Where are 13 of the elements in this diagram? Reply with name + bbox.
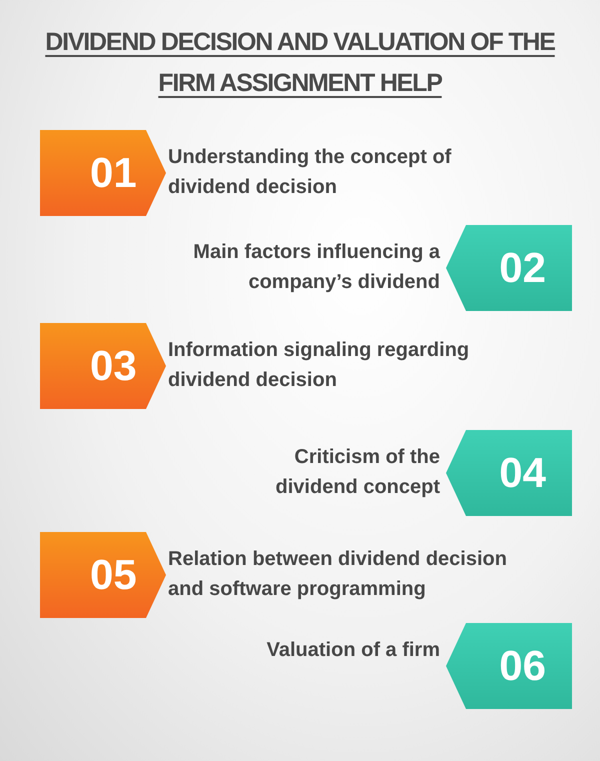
item-description: Criticism of the dividend concept bbox=[274, 445, 440, 500]
number-badge: 02 bbox=[446, 225, 572, 311]
item-description: Valuation of a firm bbox=[266, 638, 440, 663]
item-description: Main factors influencing a company’s dividend bbox=[192, 240, 440, 295]
item-description: Relation between dividend decision and software programming bbox=[168, 547, 508, 602]
number-badge: 03 bbox=[40, 323, 166, 409]
number-badge: 04 bbox=[446, 430, 572, 516]
number-badge: 05 bbox=[40, 532, 166, 618]
item-description: Information signaling regarding dividend decision bbox=[168, 338, 470, 393]
item-description: Understanding the concept of dividend decision bbox=[168, 145, 452, 200]
number-badge: 01 bbox=[40, 130, 166, 216]
title: DIVIDEND DECISION AND VALUATION OF THE FIRM ASSIGNMENT HELP bbox=[44, 27, 556, 99]
number-badge: 06 bbox=[446, 623, 572, 709]
